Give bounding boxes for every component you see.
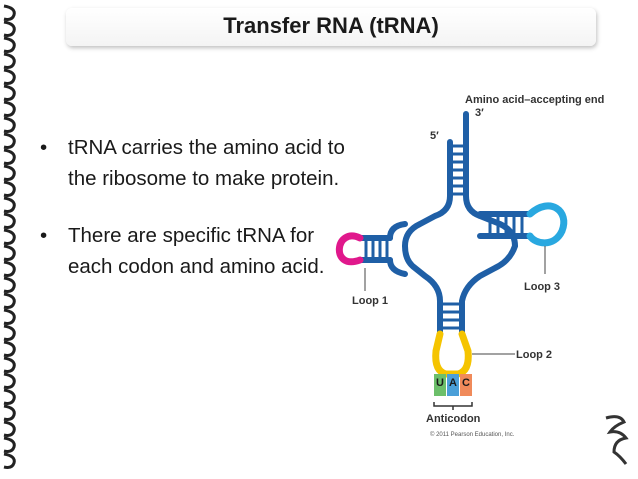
loop-2-shape [432,330,472,378]
loop-1-label: Loop 1 [352,295,388,307]
loop-2-label: Loop 2 [516,349,552,361]
loop-3-label: Loop 3 [524,281,560,293]
acceptor-end-label: Amino acid–accepting end [465,94,604,106]
corner-ornament-decoration [605,415,629,465]
loop-1-shape [335,232,364,266]
bullet-item-1: • tRNA carries the amino acid to the rib… [40,132,350,194]
spiral-binding-decoration [3,4,16,469]
anticodon-base-c [460,374,472,396]
anticodon-base-u [434,374,446,396]
loop-3-shape [526,202,568,247]
anticodon-base-a [447,374,459,396]
bullet-item-2: • There are specific tRNA for each codon… [40,220,350,282]
bullet-text-2: There are specific tRNA for each codon a… [68,224,325,278]
bullet-list: • tRNA carries the amino acid to the rib… [40,132,350,308]
base-label-u: U [436,377,444,389]
base-label-a: A [449,377,457,389]
bullet-marker: • [40,136,48,159]
five-prime-label: 5′ [430,130,439,142]
copyright-text: © 2011 Pearson Education, Inc. [430,431,515,438]
base-label-c: C [462,377,470,389]
slide-title: Transfer RNA (tRNA) [223,13,439,38]
three-prime-label: 3′ [475,107,484,119]
anticodon-label: Anticodon [426,413,481,425]
bullet-text-1: tRNA carries the amino acid to the ribos… [68,136,345,190]
title-bar [66,8,596,46]
trna-diagram: U A C Amino acid–accepting end 3′ 5′ Loo… [335,94,604,438]
bullet-marker: • [40,224,48,247]
